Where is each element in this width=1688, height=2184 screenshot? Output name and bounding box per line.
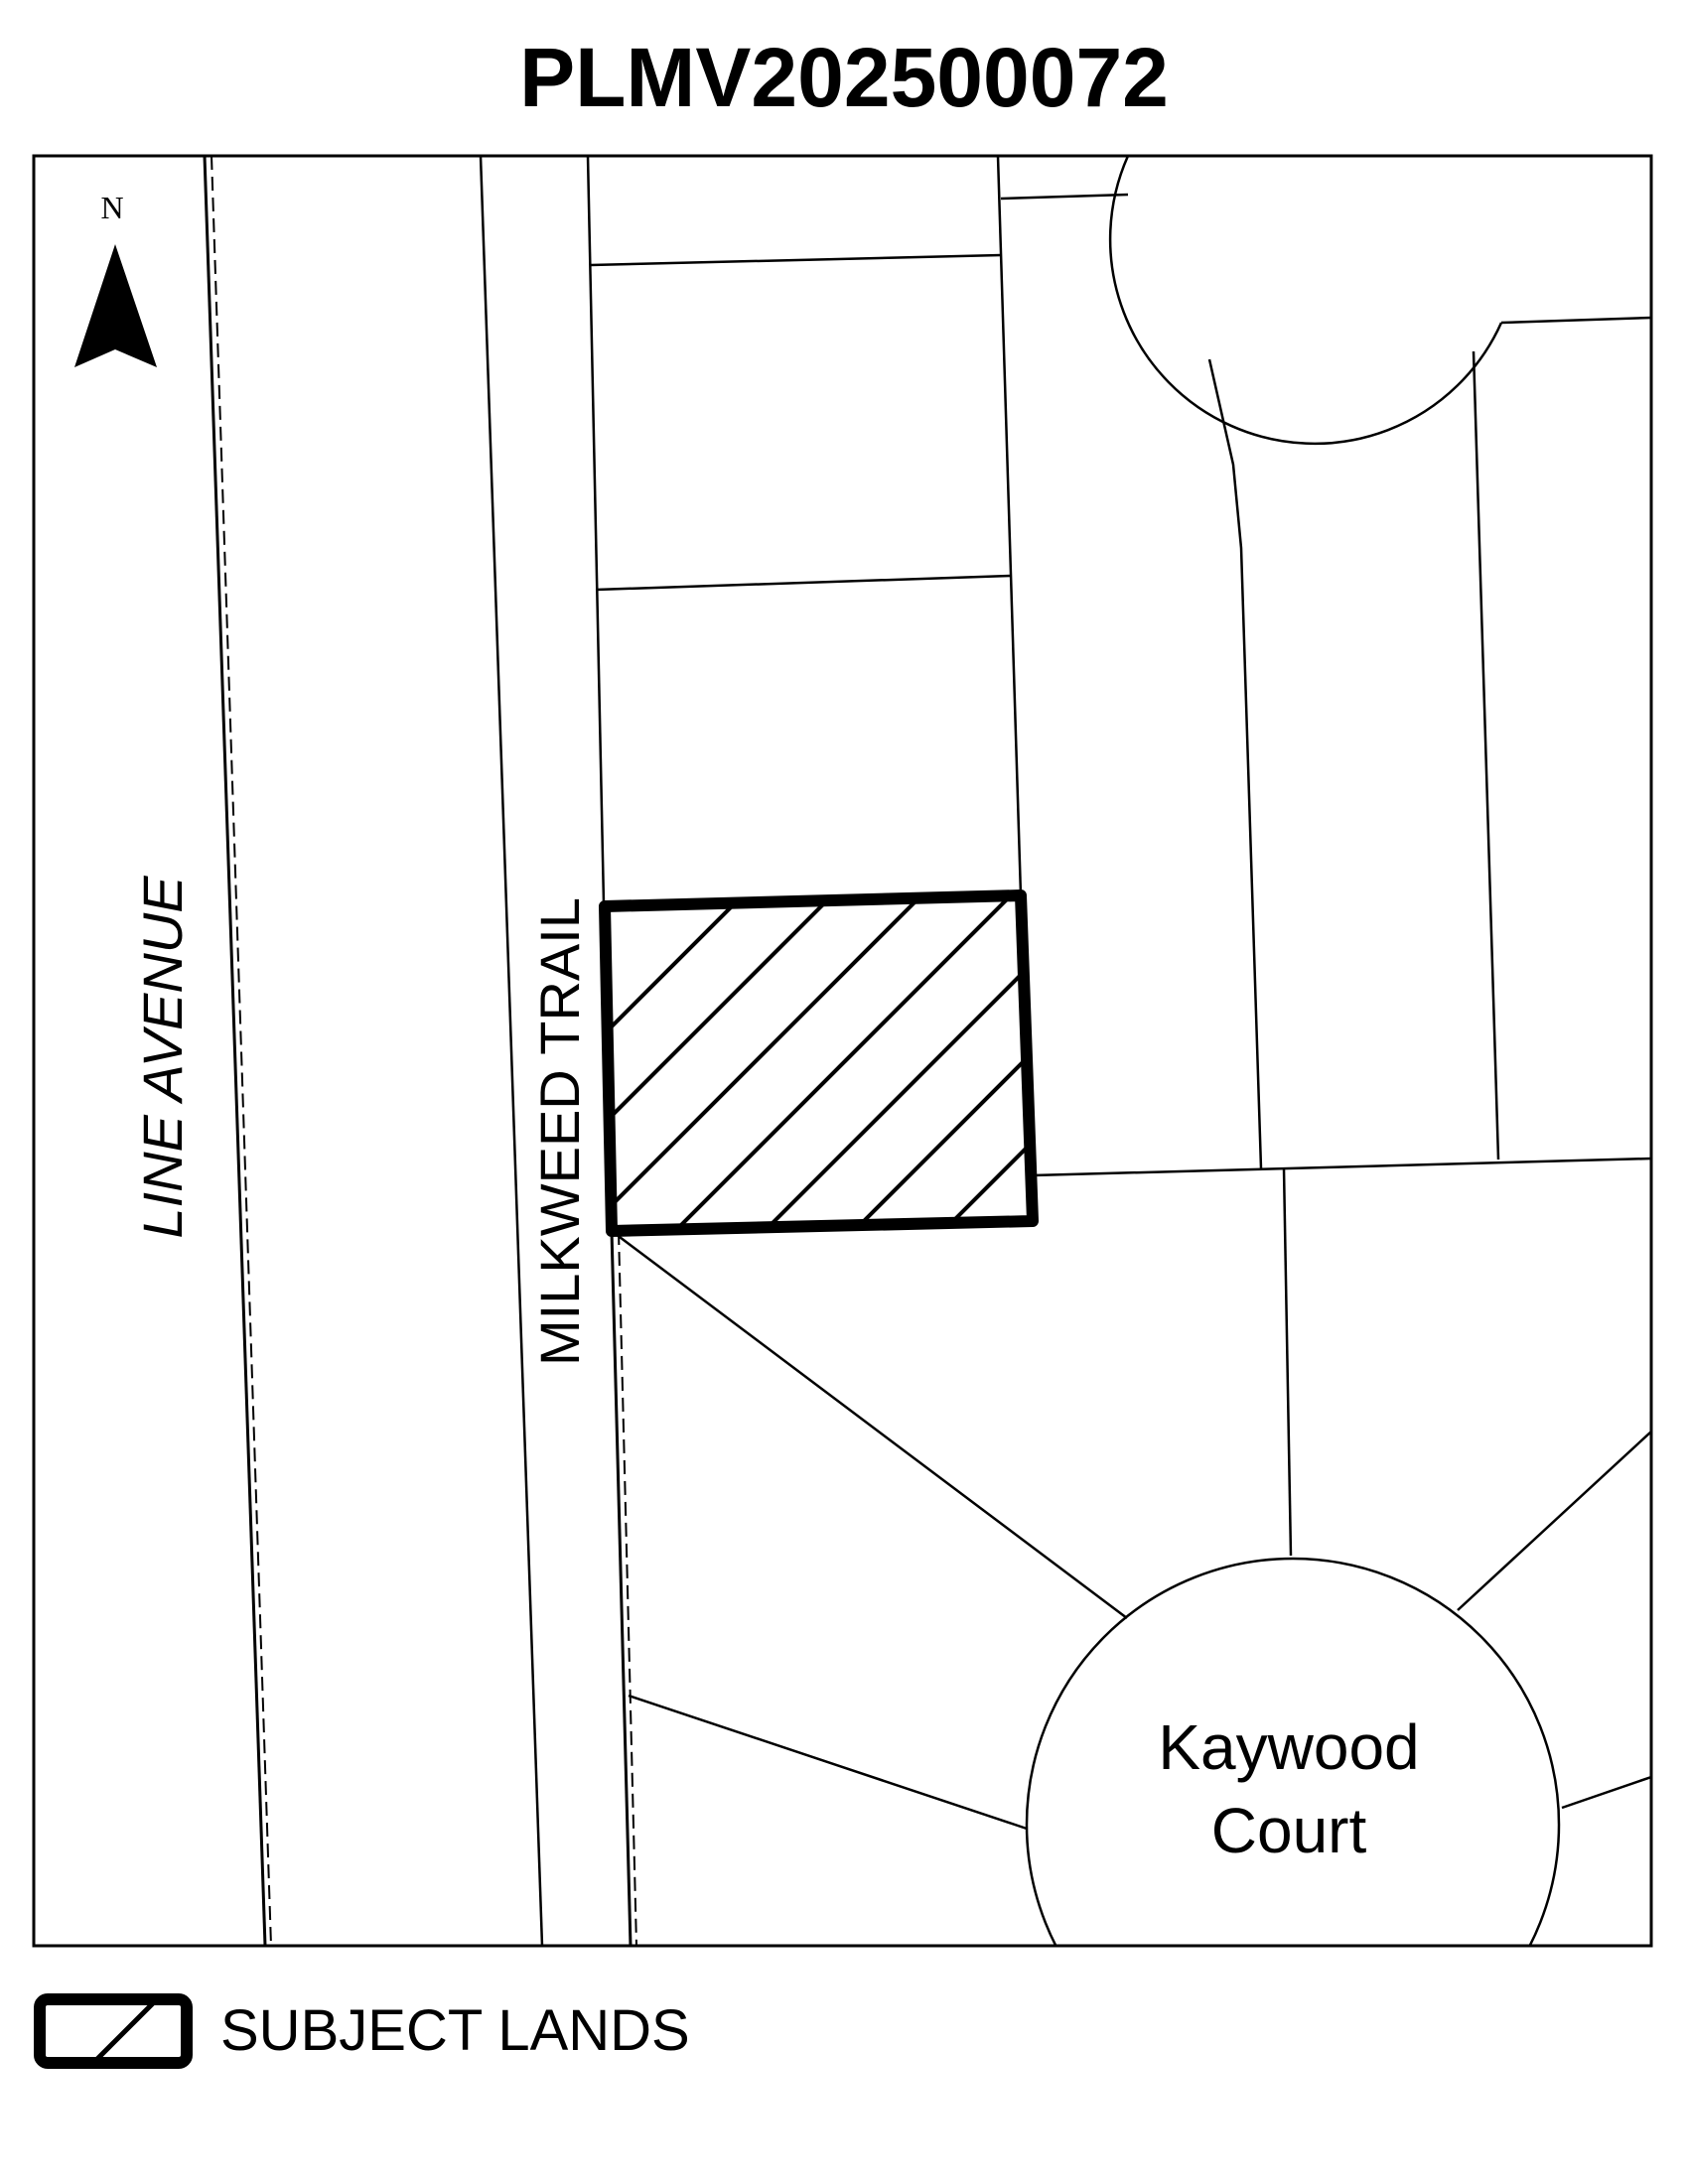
kaywood-court-circle [1025,1557,1561,1946]
north-arrow-letter: N [100,190,123,225]
court-label-line2: Court [1211,1795,1367,1866]
subject-lands-parcel[interactable] [599,889,1039,1237]
map-border [32,154,1653,1948]
hatched-box-icon [34,1993,193,2069]
north-cul-de-sac [1108,156,1503,446]
north-arrow-icon: N [74,190,157,367]
subject-lands-hatch [605,895,1033,1231]
legend-label: SUBJECT LANDS [220,1998,690,2063]
street-label-milkweed-trail: MILKWEED TRAIL [528,897,591,1366]
court-label-line1: Kaywood [1158,1711,1419,1783]
milkweed-trail-road [479,156,637,1946]
street-label-line-avenue: LINE AVENUE [131,876,194,1239]
map-title: PLMV202500072 [519,31,1169,124]
parcel-lines [590,156,1651,1831]
line-avenue-road [203,156,272,1946]
